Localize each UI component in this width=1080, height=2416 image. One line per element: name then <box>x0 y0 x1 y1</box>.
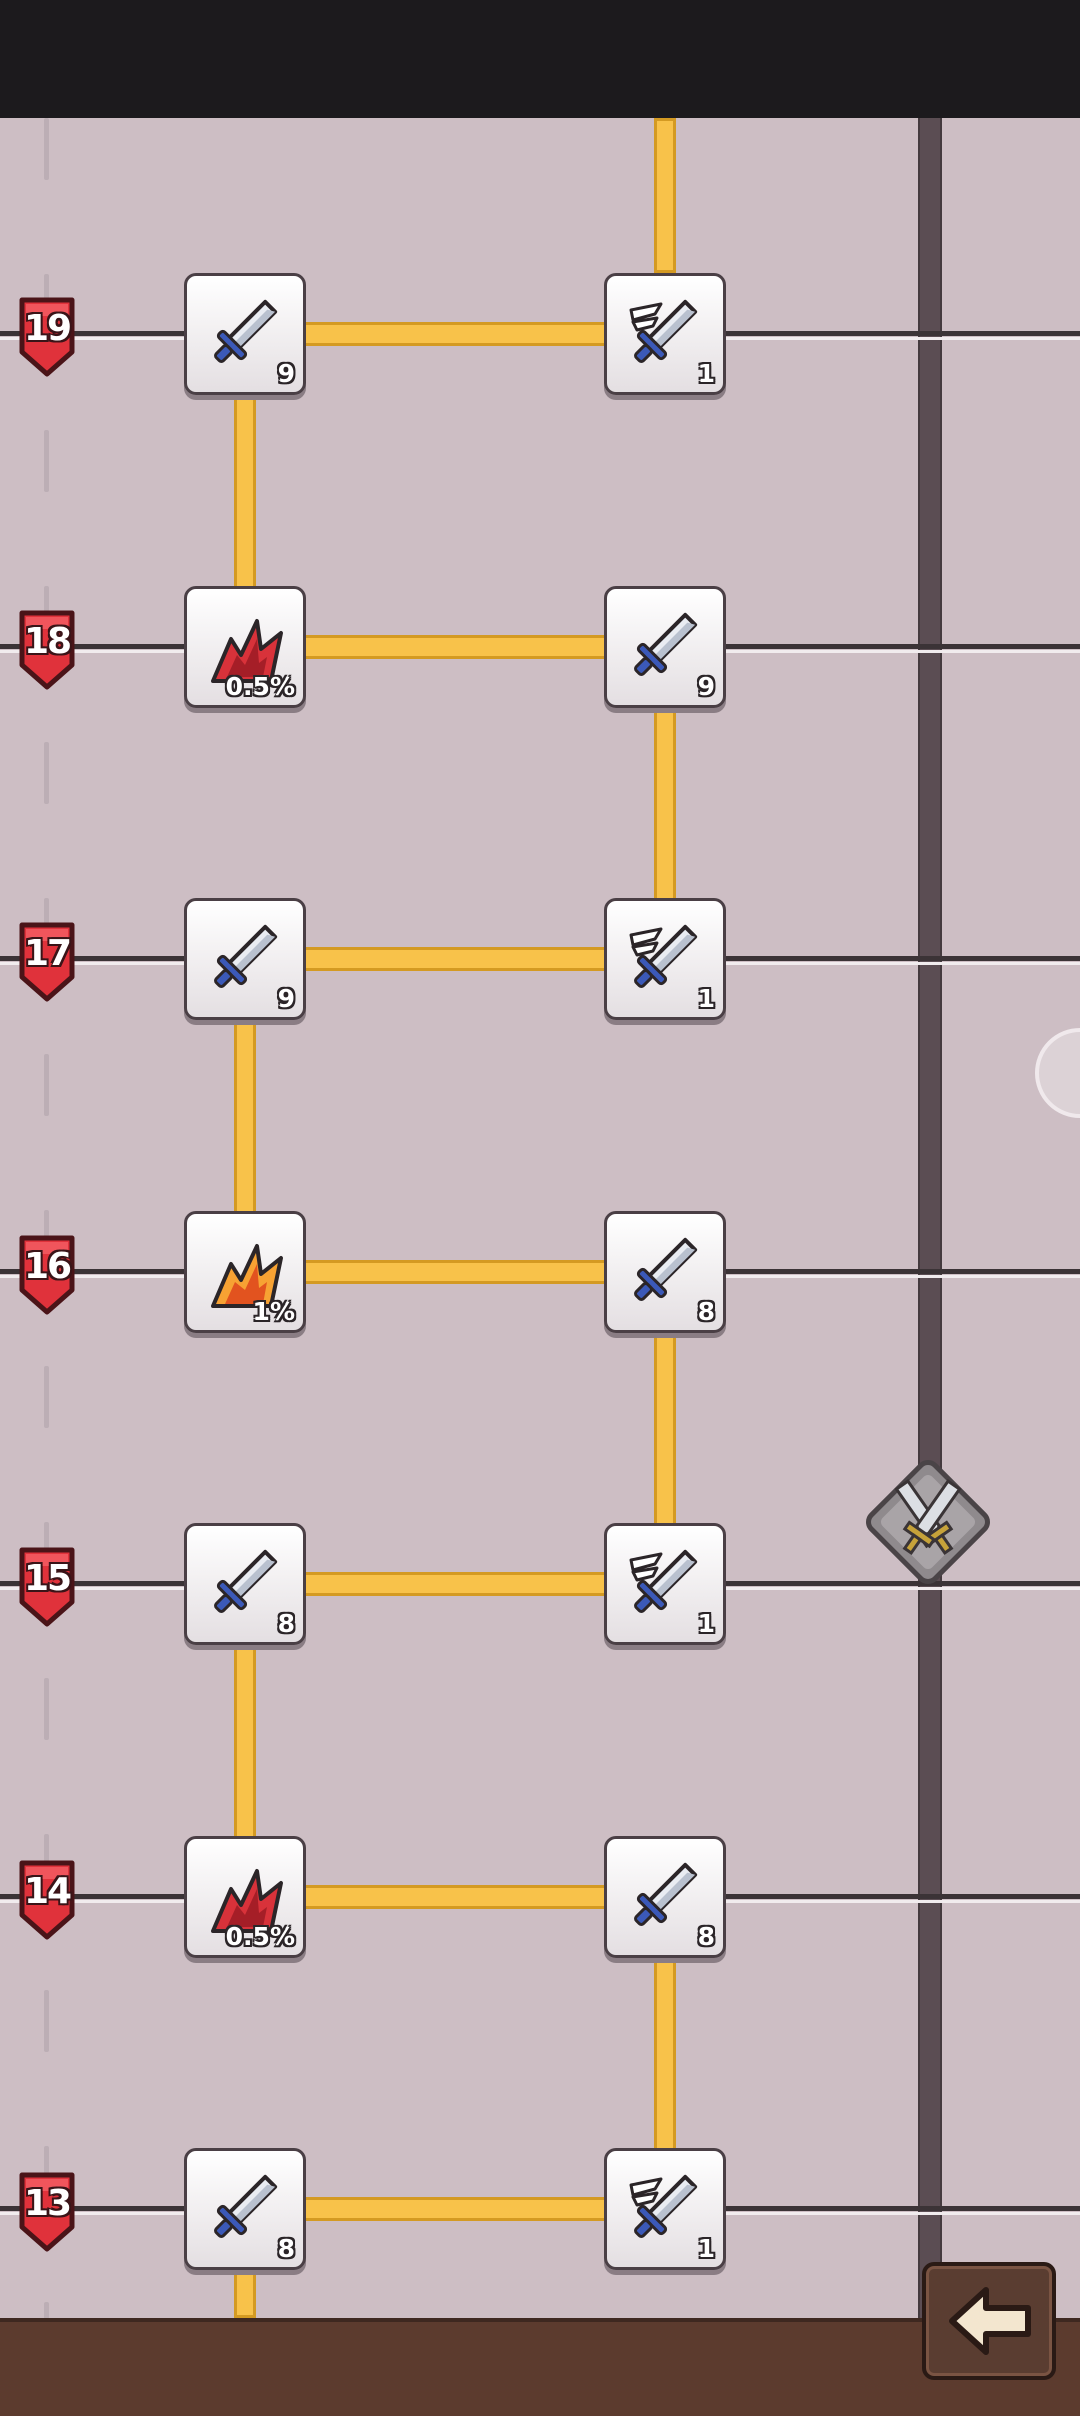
path-connector-vertical <box>654 703 676 902</box>
level-number: 17 <box>23 933 72 974</box>
level-badge: 18 <box>16 607 78 691</box>
winged-sword-icon <box>629 2174 698 2238</box>
sword-icon <box>214 1549 278 1613</box>
path-connector-horizontal <box>302 2197 608 2221</box>
bottom-bar <box>0 2318 1080 2416</box>
reward-value: 1 <box>697 1609 715 1638</box>
shield-icon <box>19 1547 75 1627</box>
level-number: 13 <box>23 2183 72 2224</box>
reward-node-left[interactable]: 8 <box>184 2148 306 2270</box>
path-connector-horizontal <box>302 947 608 971</box>
sword-icon <box>214 299 278 363</box>
path-connector-horizontal <box>302 1884 608 1909</box>
fire-burst-icon <box>211 1243 283 1308</box>
level-badge: 17 <box>16 919 78 1003</box>
reward-node-left[interactable]: 0.5% <box>184 1835 306 1958</box>
reward-value: 0.5% <box>225 1921 295 1951</box>
sword-icon <box>214 2174 278 2238</box>
reward-value: 8 <box>697 1921 715 1951</box>
reward-value: 1 <box>697 359 715 388</box>
path-connector-vertical <box>654 1328 676 1527</box>
shield-icon <box>19 1235 75 1314</box>
reward-value: 9 <box>277 359 295 388</box>
left-rail-dash <box>44 430 49 492</box>
sword-icon <box>634 1862 698 1926</box>
milestone-marker[interactable] <box>853 1447 1003 1597</box>
level-path-board[interactable]: 19 9 1 18 0.5% 9 17 9 1 16 1% 8 15 8 1 14 0.5% 8 13 8 1 <box>0 118 1080 2318</box>
red-burst-icon <box>211 1868 283 1933</box>
sword-icon <box>634 612 698 676</box>
path-connector-vertical <box>234 2266 256 2318</box>
left-rail-dash <box>44 1366 49 1428</box>
back-button[interactable] <box>922 2262 1056 2380</box>
shield-icon <box>19 297 75 377</box>
reward-node-left[interactable]: 8 <box>184 1523 306 1645</box>
reward-node-right[interactable]: 1 <box>604 1523 726 1645</box>
reward-node-left[interactable]: 9 <box>184 273 306 395</box>
reward-value: 9 <box>697 671 715 701</box>
path-connector-vertical <box>654 118 676 273</box>
reward-value: 8 <box>277 1609 295 1638</box>
level-number: 19 <box>23 308 72 349</box>
sword-icon <box>634 1237 698 1301</box>
reward-value: 0.5% <box>225 671 295 701</box>
path-connector-vertical <box>234 1641 256 1840</box>
status-bar <box>0 0 1080 118</box>
reward-node-right[interactable]: 1 <box>604 273 726 395</box>
level-badge: 19 <box>16 294 78 378</box>
path-connector-vertical <box>654 1953 676 2152</box>
shield-icon <box>19 610 75 689</box>
path-connector-horizontal <box>302 634 608 659</box>
level-number: 16 <box>23 1245 72 1287</box>
reward-value: 1% <box>252 1296 295 1326</box>
level-badge: 15 <box>16 1544 78 1628</box>
left-rail-dash <box>44 1054 49 1116</box>
reward-node-left[interactable]: 0.5% <box>184 585 306 708</box>
left-rail-dash <box>44 2302 49 2318</box>
level-badge: 14 <box>16 1857 78 1941</box>
reward-value: 1 <box>697 2234 715 2263</box>
crossed-swords-icon <box>866 1460 990 1584</box>
back-arrow-icon <box>949 2287 1031 2355</box>
reward-node-right[interactable]: 8 <box>604 1210 726 1333</box>
shield-icon <box>19 1860 75 1939</box>
reward-node-right[interactable]: 8 <box>604 1835 726 1958</box>
reward-value: 9 <box>277 984 295 1013</box>
level-number: 18 <box>23 620 72 662</box>
path-connector-horizontal <box>302 1259 608 1284</box>
path-connector-horizontal <box>302 322 608 346</box>
path-connector-vertical <box>234 391 256 590</box>
level-badge: 16 <box>16 1232 78 1316</box>
reward-node-right[interactable]: 9 <box>604 585 726 708</box>
reward-value: 1 <box>697 984 715 1013</box>
winged-sword-icon <box>629 924 698 988</box>
reward-node-right[interactable]: 1 <box>604 2148 726 2270</box>
path-connector-vertical <box>234 1016 256 1215</box>
red-burst-icon <box>211 618 283 683</box>
reward-node-right[interactable]: 1 <box>604 898 726 1020</box>
sword-icon <box>214 924 278 988</box>
left-rail-dash <box>44 1678 49 1740</box>
reward-value: 8 <box>697 1296 715 1326</box>
level-number: 15 <box>23 1558 72 1599</box>
reward-value: 8 <box>277 2234 295 2263</box>
left-rail-dash <box>44 1990 49 2052</box>
path-connector-horizontal <box>302 1572 608 1596</box>
shield-icon <box>19 2172 75 2252</box>
reward-node-left[interactable]: 1% <box>184 1210 306 1333</box>
left-rail-dash <box>44 742 49 804</box>
level-number: 14 <box>23 1870 72 1912</box>
level-badge: 13 <box>16 2169 78 2253</box>
left-rail-dash <box>44 118 49 180</box>
winged-sword-icon <box>629 1549 698 1613</box>
shield-icon <box>19 922 75 1002</box>
reward-node-left[interactable]: 9 <box>184 898 306 1020</box>
progress-track <box>918 118 942 2318</box>
winged-sword-icon <box>629 299 698 363</box>
